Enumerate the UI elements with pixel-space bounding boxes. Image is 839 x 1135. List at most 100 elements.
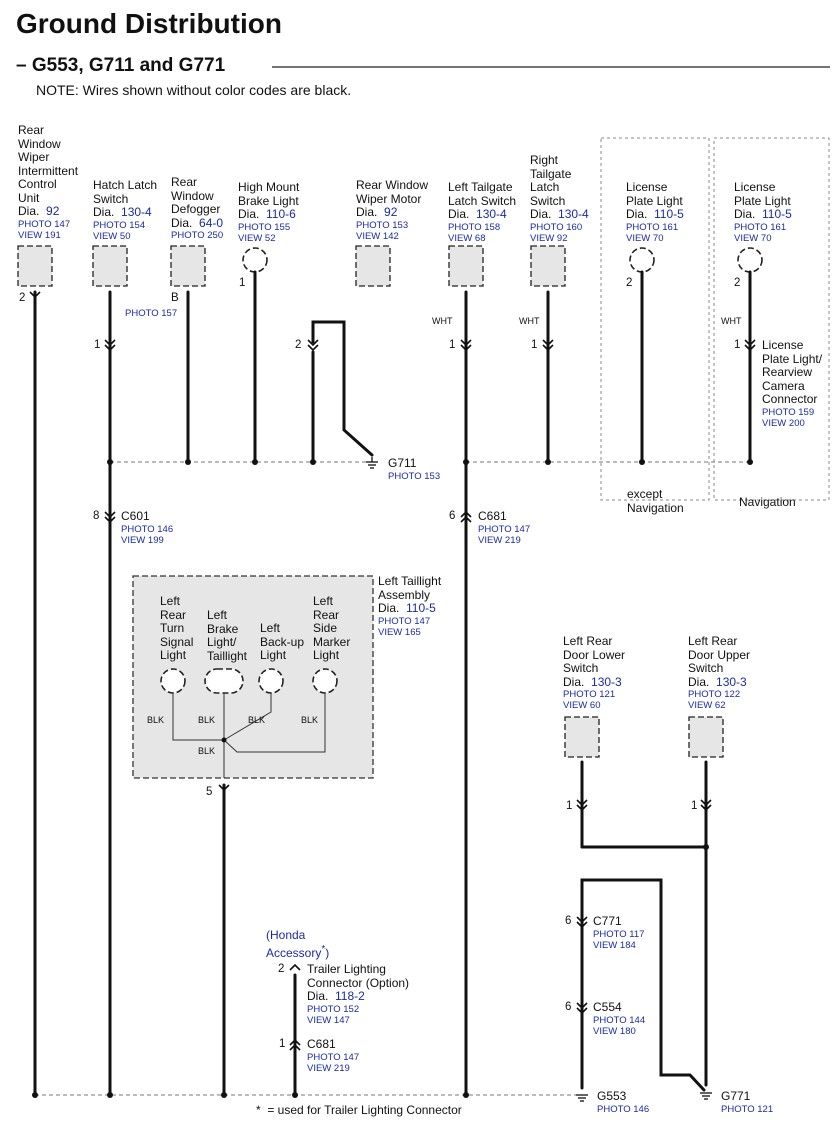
photo-ref[interactable]: PHOTO 157 — [125, 308, 178, 319]
photo-ref[interactable]: PHOTO 155 — [238, 221, 291, 233]
dia-ref[interactable]: Dia. 130-4 — [448, 207, 507, 221]
view-ref[interactable]: VIEW 180 — [593, 1025, 636, 1037]
dia-ref[interactable]: Dia. 92 — [356, 205, 398, 219]
connector-name: C681 — [307, 1037, 336, 1051]
label-line: Switch — [93, 191, 129, 206]
view-ref[interactable]: VIEW 52 — [238, 232, 276, 244]
left-backup-light-bulb — [258, 668, 284, 694]
dia-ref[interactable]: Dia. 110-5 — [626, 207, 684, 221]
label-line: Hatch Latch — [93, 178, 158, 192]
c554-label: C554 PHOTO 144 VIEW 180 — [593, 1000, 646, 1037]
note: NOTE: Wires shown without color codes ar… — [36, 82, 352, 98]
view-ref[interactable]: VIEW 165 — [378, 626, 421, 638]
photo-ref[interactable]: PHOTO 160 — [530, 221, 583, 233]
photo-ref[interactable]: PHOTO 159 — [762, 406, 815, 418]
view-ref[interactable]: VIEW 200 — [762, 417, 805, 429]
view-ref[interactable]: VIEW 199 — [121, 534, 164, 546]
dia-ref[interactable]: Dia. 92 — [18, 204, 60, 218]
dia-ref[interactable]: Dia. 64-0 — [171, 215, 224, 230]
asterisk-mark: * — [321, 943, 326, 955]
rear-defogger-label: Rear Window Defogger Dia. 64-0 PHOTO 250 — [171, 175, 224, 241]
photo-ref[interactable]: PHOTO 147 — [307, 1051, 360, 1063]
photo-ref[interactable]: PHOTO 152 — [307, 1003, 360, 1015]
label-line: Door Upper — [688, 647, 751, 662]
label-line: Wiper — [18, 150, 50, 164]
label-line: Left Tailgate — [448, 180, 513, 194]
footnote-text: = used for Trailer Lighting Connector — [267, 1103, 462, 1117]
label-line: Left Rear — [563, 634, 613, 648]
photo-ref[interactable]: PHOTO 122 — [688, 689, 741, 700]
pin-number: 2 — [278, 963, 285, 975]
label-line: Left Rear — [688, 634, 738, 648]
trailer-connector-label: Trailer Lighting Connector (Option) Dia.… — [307, 962, 410, 1026]
left-tailgate-latch-box — [448, 245, 484, 287]
photo-ref[interactable]: PHOTO 158 — [448, 221, 501, 233]
photo-ref[interactable]: PHOTO 147 — [18, 218, 71, 230]
wire-color: BLK — [248, 715, 266, 725]
photo-ref[interactable]: PHOTO 147 — [478, 523, 531, 535]
photo-ref[interactable]: PHOTO 121 — [721, 1103, 774, 1115]
view-ref[interactable]: VIEW 70 — [734, 232, 772, 244]
photo-ref[interactable]: PHOTO 154 — [93, 219, 146, 231]
dia-ref[interactable]: Dia. 130-3 — [563, 674, 622, 689]
c771-label: C771 PHOTO 117 VIEW 184 — [593, 914, 645, 951]
pin-number: 5 — [206, 786, 213, 798]
label-line: Tailgate — [530, 166, 572, 181]
dia-ref[interactable]: Dia. 130-4 — [93, 205, 152, 219]
photo-ref[interactable]: PHOTO 117 — [593, 928, 645, 940]
view-ref[interactable]: VIEW 219 — [307, 1062, 350, 1074]
photo-ref[interactable]: PHOTO 144 — [593, 1014, 646, 1026]
c681-upper-label: C681 PHOTO 147 VIEW 219 — [478, 509, 531, 546]
photo-ref[interactable]: PHOTO 121 — [563, 689, 616, 700]
license-light-1-label: License Plate Light Dia. 110-5 PHOTO 161… — [626, 180, 684, 244]
photo-ref[interactable]: PHOTO 147 — [378, 615, 431, 627]
label-line: Connector (Option) — [307, 975, 410, 990]
connector-name: C554 — [593, 1000, 622, 1014]
dia-ref[interactable]: Dia. 110-6 — [238, 207, 296, 221]
wire-color: BLK — [198, 715, 216, 725]
pin-number: 6 — [565, 915, 572, 927]
dia-ref[interactable]: Dia. 110-5 — [734, 207, 792, 221]
connector-name: C601 — [121, 509, 150, 523]
view-ref[interactable]: VIEW 68 — [448, 232, 486, 244]
view-ref[interactable]: VIEW 147 — [307, 1014, 350, 1026]
label-line: Unit — [18, 190, 40, 205]
pin-number: 8 — [93, 510, 100, 522]
dia-ref[interactable]: Dia. 110-5 — [378, 601, 436, 615]
lamp-brake-label: Left Brake Light/ Taillight — [207, 608, 248, 663]
view-ref[interactable]: VIEW 219 — [478, 534, 521, 546]
lamp-side-marker-label: Left Rear Side Marker Light — [313, 594, 351, 662]
dia-ref[interactable]: Dia. 118-2 — [307, 989, 365, 1003]
view-ref[interactable]: VIEW 62 — [688, 700, 726, 711]
photo-ref[interactable]: PHOTO 161 — [626, 221, 679, 233]
photo-ref[interactable]: PHOTO 250 — [171, 230, 224, 241]
label-line: Plate Light — [734, 193, 791, 208]
photo-ref[interactable]: PHOTO 146 — [121, 523, 174, 535]
pin-number: 1 — [691, 800, 698, 812]
view-ref[interactable]: VIEW 70 — [626, 232, 664, 244]
view-ref[interactable]: VIEW 60 — [563, 700, 601, 711]
label-line: Window — [18, 136, 61, 151]
view-ref[interactable]: VIEW 191 — [18, 229, 61, 241]
dia-ref[interactable]: Dia. 130-4 — [530, 207, 589, 221]
view-ref[interactable]: VIEW 184 — [593, 939, 636, 951]
photo-ref[interactable]: PHOTO 153 — [388, 470, 441, 482]
dia-ref[interactable]: Dia. 130-3 — [688, 674, 747, 689]
label-line: Latch — [530, 180, 560, 194]
c681-lower-label: C681 PHOTO 147 VIEW 219 — [307, 1037, 360, 1074]
wire-g553-g771-link — [580, 878, 706, 1092]
view-ref[interactable]: VIEW 50 — [93, 230, 131, 242]
subtitle-text: G553, G711 and G771 — [31, 55, 226, 76]
view-ref[interactable]: VIEW 92 — [530, 232, 568, 244]
label-line: Door Lower — [563, 647, 626, 662]
page-subtitle: – G553, G711 and G771 — [16, 55, 226, 76]
honda-accessory-label: (Honda Accessory*) — [266, 928, 329, 960]
photo-ref[interactable]: PHOTO 146 — [597, 1103, 650, 1115]
wire-rear-wiper-motor — [311, 320, 374, 457]
label-line: Rear — [18, 123, 45, 137]
rear-wiper-motor-box — [355, 245, 391, 287]
view-ref[interactable]: VIEW 142 — [356, 230, 399, 242]
photo-ref[interactable]: PHOTO 153 — [356, 219, 409, 231]
photo-ref[interactable]: PHOTO 161 — [734, 221, 787, 233]
label-line: Switch — [688, 661, 724, 675]
